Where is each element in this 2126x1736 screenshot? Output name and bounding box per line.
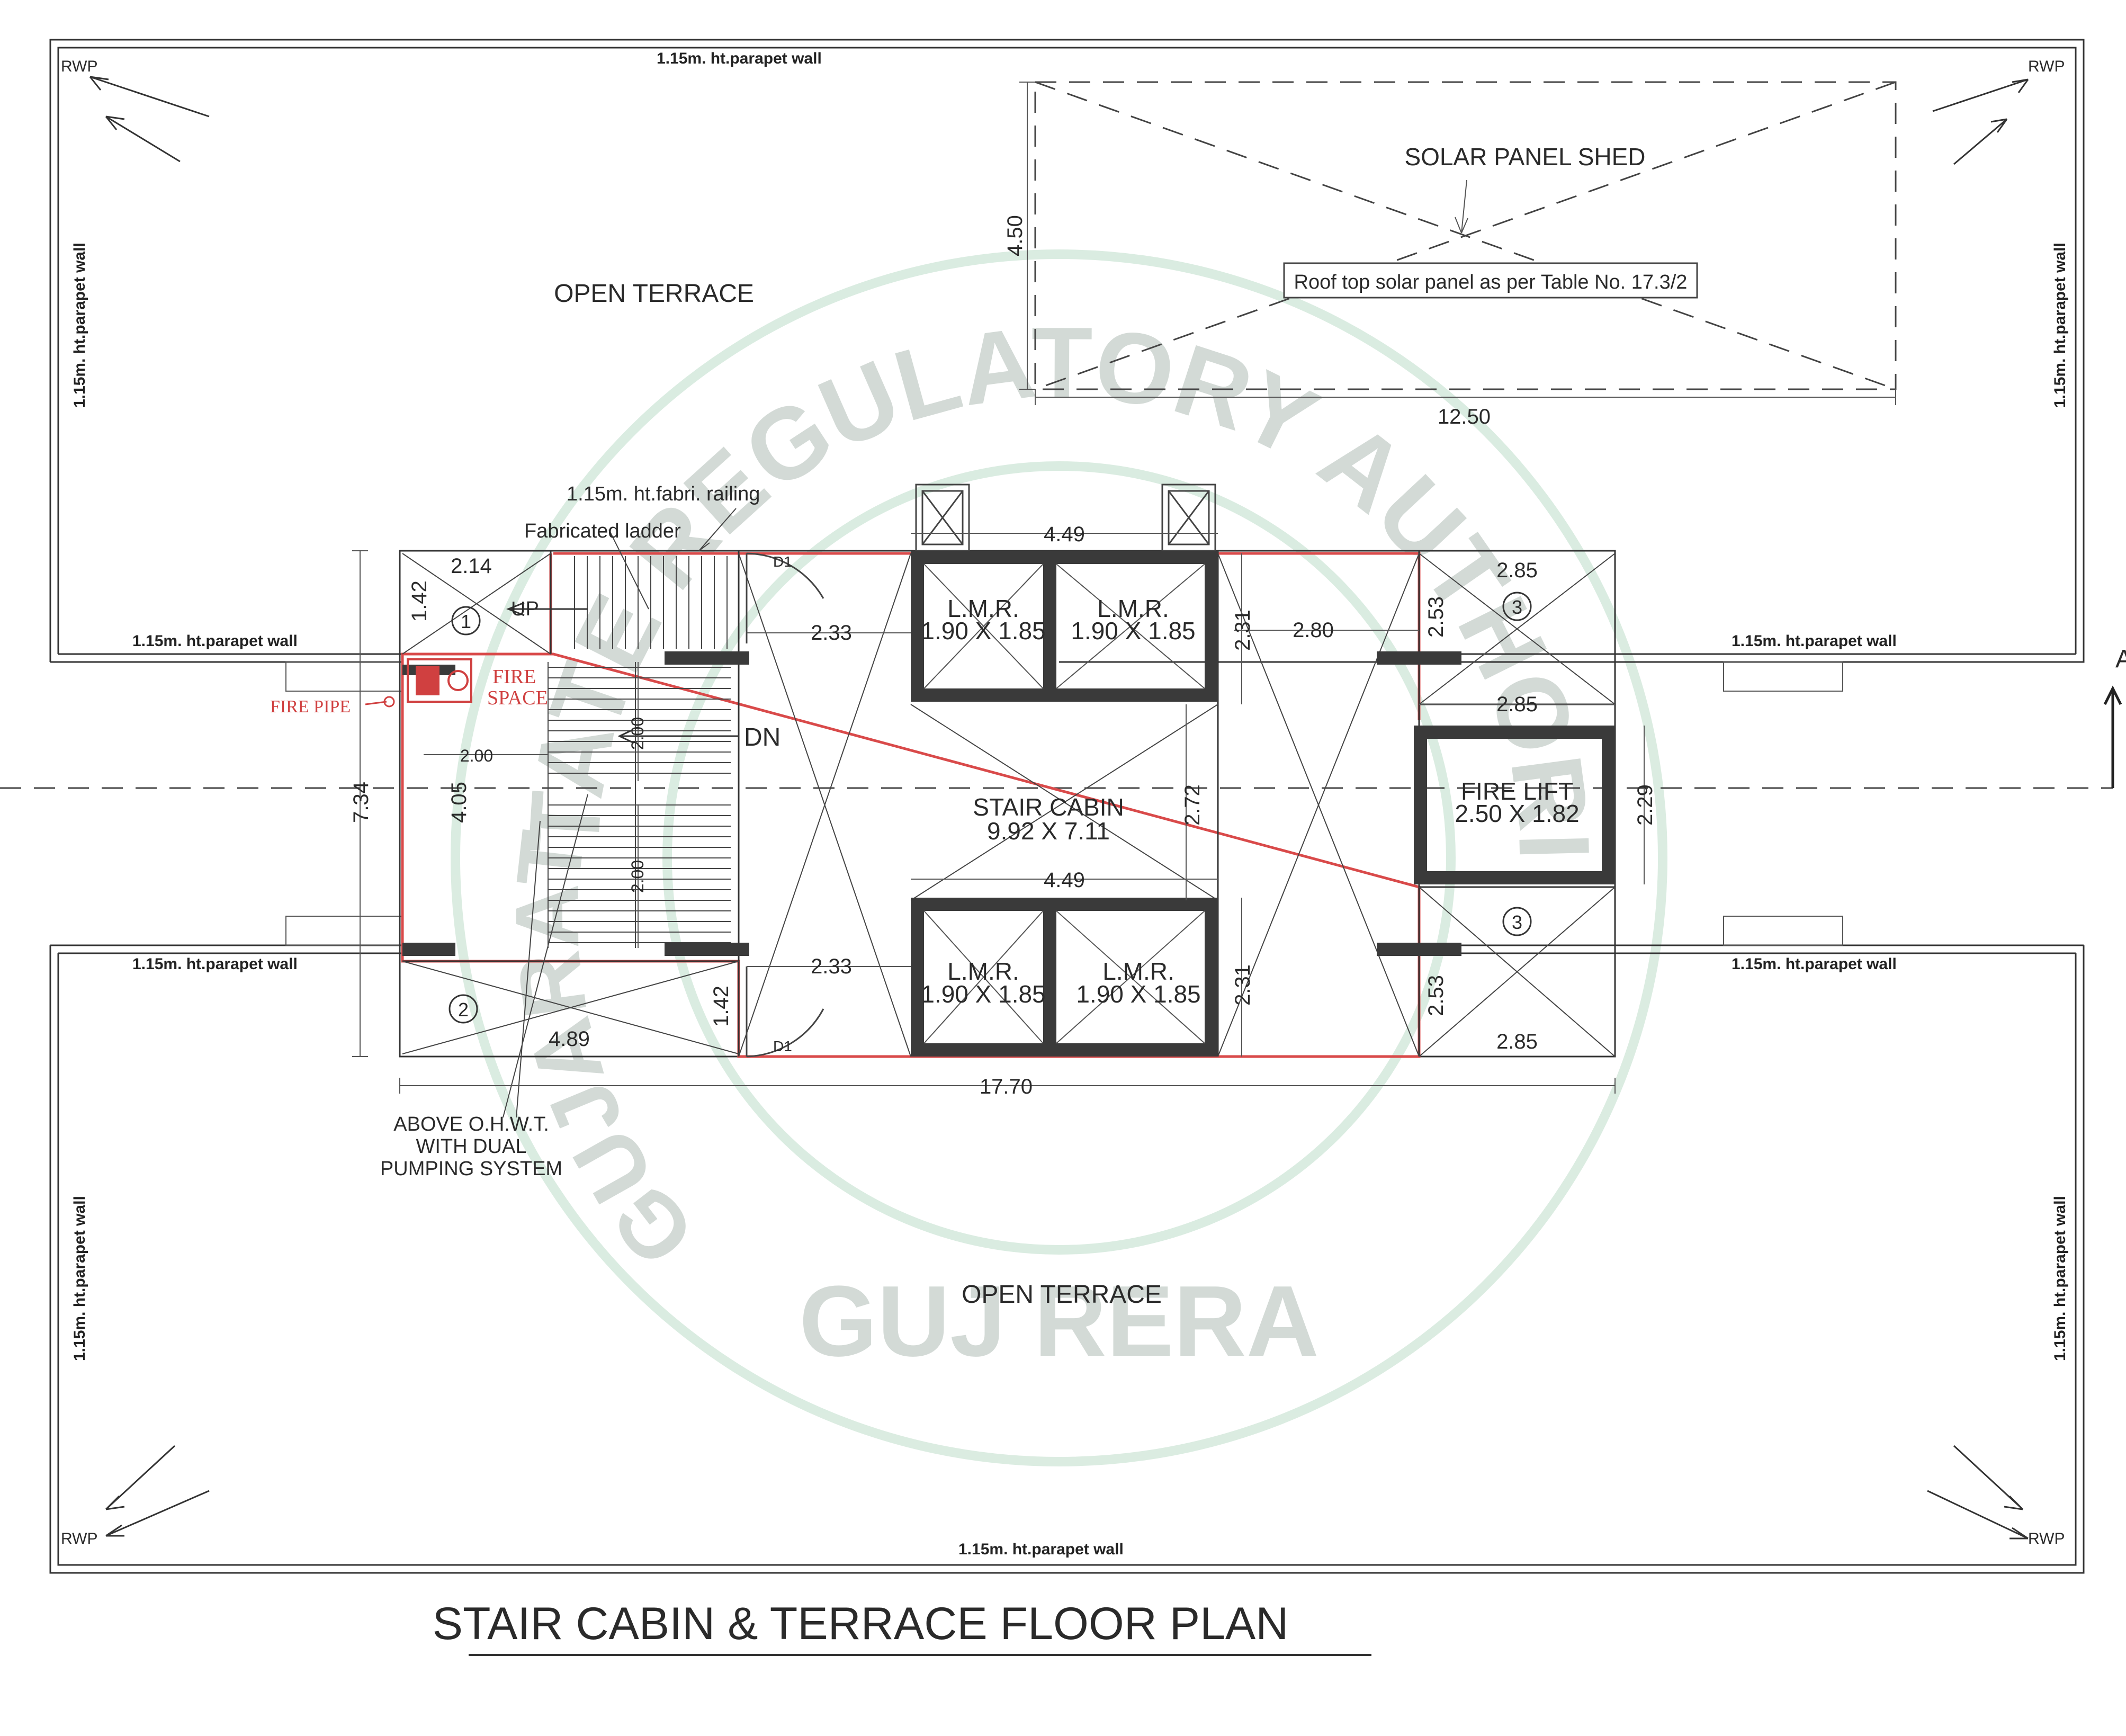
terrace-connectors (285, 661, 1843, 946)
fire-space-label-2: SPACE (487, 687, 548, 709)
dim-4-49-top: 4.49 (1044, 523, 1085, 546)
lmr-label-2: L.M.R. (1097, 595, 1169, 622)
solar-panel-shed (1019, 81, 1897, 405)
leader-lines (503, 529, 710, 1118)
parapet-label-left-bottom: 1.15m. ht.parapet wall (71, 1196, 88, 1361)
dim-solar-width: 12.50 (1438, 405, 1491, 428)
parapet-label-mid-left-top: 1.15m. ht.parapet wall (132, 632, 298, 650)
lmr-size-4: 1.90 X 1.85 (1076, 980, 1200, 1008)
ohwt-label-3: PUMPING SYSTEM (380, 1158, 562, 1180)
parapet-label-left-top: 1.15m. ht.parapet wall (71, 243, 88, 408)
ohwt-label-2: WITH DUAL (416, 1135, 527, 1158)
dim-2-00-horizontal: 2.00 (460, 746, 493, 765)
lmr-label-4: L.M.R. (1102, 958, 1174, 985)
dim-2-33-top: 2.33 (811, 621, 852, 645)
dim-2-00-upper: 2.00 (628, 717, 647, 750)
drawing-title: STAIR CABIN & TERRACE FLOOR PLAN (433, 1598, 1289, 1649)
dim-2-14: 2.14 (451, 554, 492, 578)
dim-2-85-bottom: 2.85 (1496, 1030, 1538, 1053)
solar-panel-note: Roof top solar panel as per Table No. 17… (1294, 271, 1688, 293)
dim-2-29: 2.29 (1634, 784, 1657, 826)
fire-lift-label: FIRE LIFT (1461, 777, 1573, 805)
doors (746, 552, 824, 1058)
fire-space (365, 658, 472, 708)
railing-label: 1.15m. ht.fabri. railing (567, 483, 760, 505)
dim-2-33-bottom: 2.33 (811, 955, 852, 978)
watermark-bottom-text: GUJ RERA (799, 1265, 1319, 1377)
dim-4-05: 4.05 (447, 782, 471, 823)
lmr-size-2: 1.90 X 1.85 (1071, 617, 1195, 645)
dim-2-85-mid: 2.85 (1496, 693, 1538, 716)
lmr-label-1: L.M.R. (947, 595, 1019, 622)
rwp-label-top-left: RWP (61, 58, 97, 75)
dim-2-85-top: 2.85 (1496, 559, 1538, 582)
rwp-label-bottom-left: RWP (61, 1530, 97, 1547)
section-arrow (2103, 685, 2122, 788)
dimension-lines (352, 533, 1645, 1094)
parapet-label-top: 1.15m. ht.parapet wall (657, 50, 822, 67)
ohwt-label-1: ABOVE O.H.W.T. (393, 1113, 549, 1135)
lmr-size-1: 1.90 X 1.85 (921, 617, 1045, 645)
dim-1-42-bottom: 1.42 (710, 986, 733, 1027)
rwp-label-top-right: RWP (2028, 58, 2065, 75)
dim-2-31-top: 2.31 (1231, 610, 1254, 651)
corner-box-crosses (402, 553, 1616, 1057)
circle-3-top: 3 (1512, 596, 1522, 618)
circle-2: 2 (458, 999, 469, 1021)
dim-solar-height: 4.50 (1003, 215, 1027, 256)
railing-leader (698, 508, 737, 551)
rwp-label-bottom-right: RWP (2028, 1530, 2065, 1547)
open-terrace-bottom: OPEN TERRACE (962, 1281, 1162, 1309)
dim-2-00-lower: 2.00 (628, 860, 647, 893)
bottom-terrace-outline (49, 944, 2085, 1574)
dim-7-34: 7.34 (349, 782, 373, 823)
dim-2-53-bottom: 2.53 (1424, 975, 1448, 1016)
dim-1-42-top: 1.42 (408, 580, 431, 622)
dn-arrow (617, 729, 739, 744)
dim-2-72: 2.72 (1181, 784, 1204, 826)
parapet-label-bottom: 1.15m. ht.parapet wall (958, 1541, 1124, 1558)
dim-17-70: 17.70 (980, 1075, 1033, 1098)
rwp-arrows (89, 76, 2029, 1540)
fire-space-label-1: FIRE (492, 666, 536, 688)
door-label-top: D1 (773, 553, 792, 570)
stair-cabin-label: STAIR CABIN (973, 793, 1124, 821)
parapet-label-right-top: 1.15m. ht.parapet wall (2051, 243, 2069, 408)
dim-2-31-bottom: 2.31 (1231, 964, 1254, 1006)
parapet-label-mid-right-bottom: 1.15m. ht.parapet wall (1732, 955, 1897, 973)
parapet-label-mid-right-top: 1.15m. ht.parapet wall (1732, 632, 1897, 650)
wall-stubs (402, 651, 1461, 956)
up-arrow (506, 602, 588, 616)
dim-2-80: 2.80 (1293, 619, 1334, 642)
dn-label: DN (744, 723, 781, 751)
dim-4-49-mid: 4.49 (1044, 869, 1085, 892)
stair-flights (548, 556, 731, 948)
circle-markers (448, 592, 1532, 1024)
section-mark: A (2115, 645, 2126, 673)
circle-3-bottom: 3 (1512, 911, 1522, 933)
parapet-label-right-bottom: 1.15m. ht.parapet wall (2051, 1196, 2069, 1361)
lmr-size-3: 1.90 X 1.85 (921, 980, 1045, 1008)
door-label-bottom: D1 (773, 1038, 792, 1054)
dim-4-89: 4.89 (549, 1027, 590, 1051)
rera-watermark-seal: ESTATE REGULATORY AUTHORITY GUJARAT GUJ … (0, 0, 1667, 1466)
stair-cabin-size: 9.92 X 7.11 (987, 817, 1110, 845)
lmr-rooms (911, 551, 1218, 1057)
watermark-ring-text: ESTATE REGULATORY AUTHORITY (0, 0, 1610, 862)
parapet-label-mid-left-bottom: 1.15m. ht.parapet wall (132, 955, 298, 973)
circle-1: 1 (461, 611, 471, 632)
fire-pipe-label: FIRE PIPE (270, 697, 351, 717)
up-label: UP (511, 598, 539, 620)
fire-lift-size: 2.50 X 1.82 (1455, 800, 1579, 827)
lmr-label-3: L.M.R. (947, 958, 1019, 985)
ladder-label: Fabricated ladder (524, 520, 681, 542)
watermark-left-arc: GUJARAT (497, 826, 714, 1284)
open-terrace-top: OPEN TERRACE (554, 280, 754, 308)
solar-panel-shed-label: SOLAR PANEL SHED (1404, 143, 1645, 171)
dim-2-53-top: 2.53 (1424, 596, 1448, 638)
